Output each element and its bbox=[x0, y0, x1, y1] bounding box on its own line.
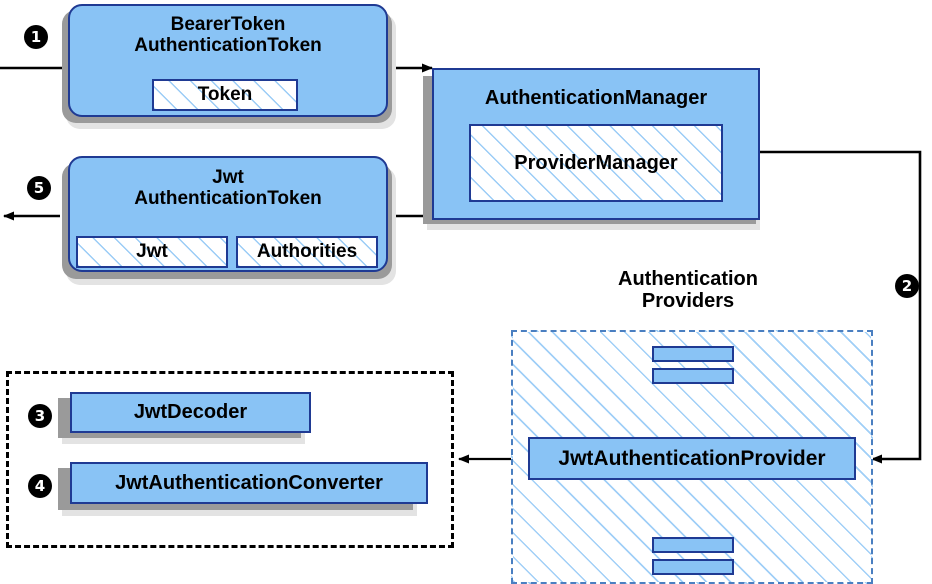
authorities-inner-box[interactable]: Authorities bbox=[236, 236, 378, 268]
authentication-manager-title: AuthenticationManager bbox=[484, 87, 708, 109]
jwt-authentication-converter-node[interactable]: JwtAuthenticationConverter bbox=[70, 462, 428, 504]
step-badge-3: 3 bbox=[28, 404, 52, 428]
provider-placeholder-bar-2 bbox=[652, 368, 734, 384]
step-badge-4: 4 bbox=[28, 474, 52, 498]
jwt-inner-box[interactable]: Jwt bbox=[76, 236, 228, 268]
step-badge-5: 5 bbox=[27, 176, 51, 200]
bearer-token-authentication-token-node[interactable]: BearerToken AuthenticationToken bbox=[68, 4, 388, 117]
jwt-decoder-label: JwtDecoder bbox=[133, 401, 248, 424]
connector-manager-to-provider bbox=[760, 150, 922, 464]
jwt-token-title: Jwt AuthenticationToken bbox=[134, 167, 322, 210]
provider-manager-inner-box[interactable]: ProviderManager bbox=[469, 124, 723, 202]
provider-placeholder-bar-3 bbox=[652, 537, 734, 553]
support-components-container bbox=[6, 371, 454, 548]
jwt-decoder-node[interactable]: JwtDecoder bbox=[70, 392, 311, 433]
provider-placeholder-bar-4 bbox=[652, 559, 734, 575]
token-inner-box[interactable]: Token bbox=[152, 79, 298, 111]
step-badge-1: 1 bbox=[24, 25, 48, 49]
bearer-token-title: BearerToken AuthenticationToken bbox=[134, 14, 322, 57]
authentication-providers-caption: Authentication Providers bbox=[618, 268, 758, 313]
jwt-authentication-provider-title: JwtAuthenticationProvider bbox=[558, 446, 826, 470]
step-badge-2: 2 bbox=[895, 274, 919, 298]
jwt-authentication-converter-label: JwtAuthenticationConverter bbox=[115, 471, 383, 494]
jwt-authentication-provider-node[interactable]: JwtAuthenticationProvider bbox=[528, 437, 856, 480]
provider-placeholder-bar-1 bbox=[652, 346, 734, 362]
